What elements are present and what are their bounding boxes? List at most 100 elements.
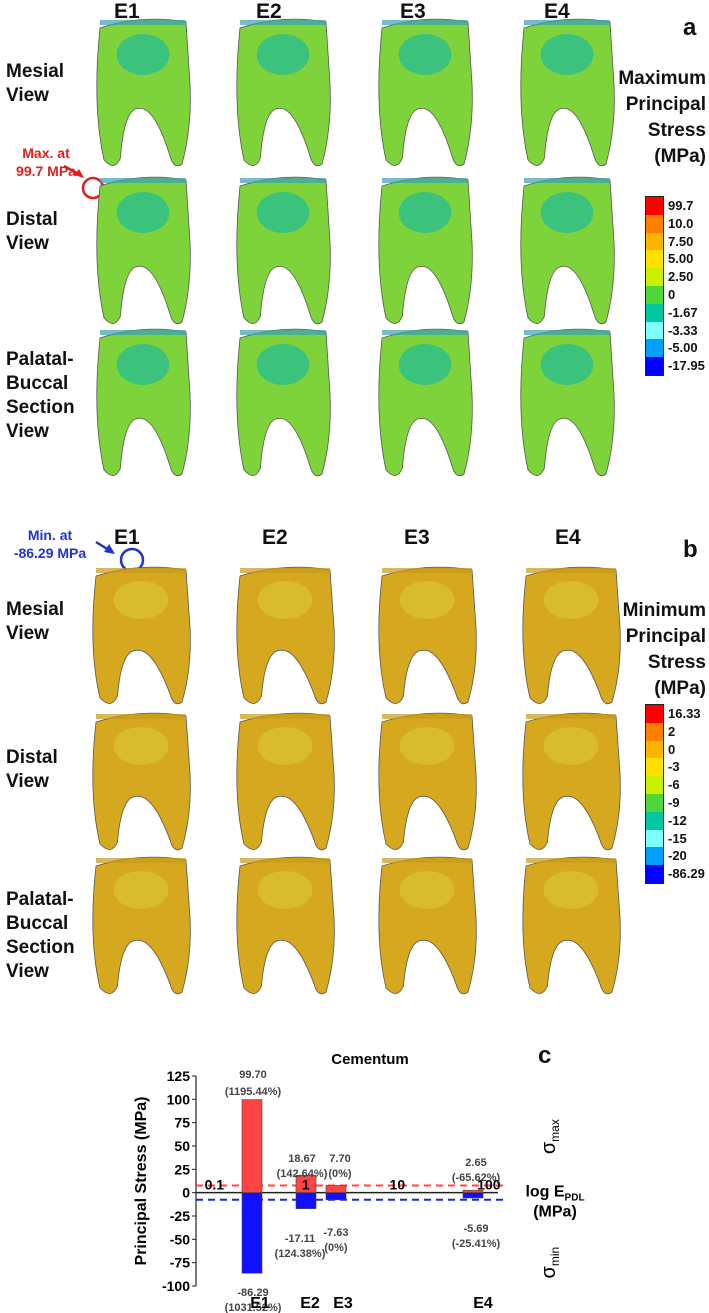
min-annotation: Min. at -86.29 MPa xyxy=(13,527,87,561)
data-label: -5.69 xyxy=(463,1223,488,1235)
colorbar-label: -9 xyxy=(668,794,680,810)
category-label: E1 xyxy=(250,1295,270,1312)
colorbar-label: -3.33 xyxy=(668,322,698,338)
tooth-model xyxy=(520,18,615,167)
colorbar-swatch xyxy=(646,250,663,269)
panel-b-colorbar xyxy=(645,704,664,884)
colorbar-label: 99.7 xyxy=(668,197,694,213)
panel-b-teeth xyxy=(92,566,621,995)
y-tick-label: 100 xyxy=(167,1091,191,1107)
colorbar-label: -3 xyxy=(668,759,680,775)
panel-c-letter: c xyxy=(538,1042,552,1069)
bar-max xyxy=(325,1185,347,1193)
bar-min xyxy=(295,1192,317,1209)
y-tick-label: 0 xyxy=(182,1185,190,1201)
data-label: -17.11 xyxy=(285,1233,316,1245)
colorbar-label: -6 xyxy=(668,777,680,793)
panel-b-row-distal: Distal View xyxy=(6,747,58,792)
colorbar-swatch xyxy=(646,776,663,794)
tooth-model xyxy=(236,712,335,851)
y-tick-label: -25 xyxy=(170,1208,190,1224)
y-tick-label: 75 xyxy=(174,1115,190,1131)
tooth-model xyxy=(236,328,331,477)
tooth-model xyxy=(92,856,191,995)
tooth-model xyxy=(96,18,191,167)
y-tick-label: -100 xyxy=(162,1278,190,1294)
tooth-model xyxy=(236,566,335,705)
tooth-model xyxy=(378,176,473,325)
panel-a-col-e4: E4 xyxy=(544,0,570,23)
colorbar-swatch xyxy=(646,357,663,375)
x-tick-label: 100 xyxy=(477,1177,501,1193)
data-label: 2.65 xyxy=(465,1157,486,1169)
category-label: E2 xyxy=(300,1295,320,1312)
panel-a-row-distal: Distal View xyxy=(6,209,58,254)
colorbar-label: 0 xyxy=(668,286,676,302)
tooth-model xyxy=(520,328,615,477)
colorbar-label: -20 xyxy=(668,848,687,864)
bar-max xyxy=(241,1099,263,1193)
colorbar-swatch xyxy=(646,793,663,812)
panel-a-colorbar xyxy=(645,196,664,376)
panel-b-row-mesial: Mesial View xyxy=(6,599,65,644)
colorbar-label: -17.95 xyxy=(668,358,705,374)
colorbar-swatch xyxy=(646,811,663,830)
data-label-pct: (1195.44%) xyxy=(225,1086,282,1098)
colorbar-swatch xyxy=(646,829,663,848)
tooth-model xyxy=(522,712,621,851)
colorbar-label: 0 xyxy=(668,741,676,757)
tooth-model xyxy=(520,176,615,325)
data-label-pct: (142.64%) xyxy=(277,1168,328,1180)
colorbar-label: 7.50 xyxy=(668,233,694,249)
tooth-model xyxy=(378,856,477,995)
tooth-model xyxy=(378,18,473,167)
bar-min xyxy=(241,1192,263,1274)
bar-min xyxy=(325,1192,347,1201)
tooth-model xyxy=(96,328,191,477)
category-label: E3 xyxy=(333,1295,353,1312)
tooth-model xyxy=(236,18,331,167)
panel-a-teeth xyxy=(96,18,615,477)
panel-b-col-e2: E2 xyxy=(262,526,288,549)
panel-a-col-e2: E2 xyxy=(256,0,282,23)
data-label-pct: (124.38%) xyxy=(275,1248,326,1260)
data-label-pct: (-65.62%) xyxy=(452,1172,501,1184)
data-label: -86.29 xyxy=(237,1287,268,1299)
y-tick-label: -75 xyxy=(170,1255,190,1271)
colorbar-swatch xyxy=(646,268,663,286)
y-tick-label: 25 xyxy=(174,1161,190,1177)
x-tick-label: 10 xyxy=(390,1177,406,1193)
tooth-model xyxy=(378,328,473,477)
colorbar-label: 10.0 xyxy=(668,215,694,231)
colorbar-swatch xyxy=(646,214,663,233)
panel-a-row-mesial: Mesial View xyxy=(6,61,65,106)
tooth-model xyxy=(236,856,335,995)
panel-a-col-e1: E1 xyxy=(114,0,140,23)
panel-a-colorbar-title: Maximum Principal Stress (MPa) xyxy=(618,68,706,167)
tooth-model xyxy=(96,176,191,325)
panel-b-letter: b xyxy=(683,536,698,563)
tooth-model xyxy=(378,712,477,851)
colorbar-label: 16.33 xyxy=(668,705,701,721)
tooth-model xyxy=(236,176,331,325)
max-annotation: Max. at 99.7 MPa xyxy=(16,145,76,179)
x-axis-label: log EPDL(MPa) xyxy=(525,1184,584,1221)
colorbar-swatch xyxy=(646,758,663,777)
panel-a-col-e3: E3 xyxy=(400,0,426,23)
data-label: 99.70 xyxy=(239,1069,267,1081)
bar-min xyxy=(462,1192,484,1199)
data-label: 18.67 xyxy=(288,1153,316,1165)
x-tick-label: 1 xyxy=(302,1177,310,1193)
colorbar-label: -5.00 xyxy=(668,340,698,356)
data-label: -7.63 xyxy=(323,1227,348,1239)
colorbar-label: -12 xyxy=(668,812,687,828)
tooth-model xyxy=(378,566,477,705)
y-tick-label: -50 xyxy=(170,1231,190,1247)
data-label-pct: (0%) xyxy=(328,1168,352,1180)
data-label: 7.70 xyxy=(329,1153,350,1165)
tooth-model xyxy=(522,856,621,995)
series-label: σmax xyxy=(538,1119,562,1154)
colorbar-swatch xyxy=(646,197,663,215)
panel-b-col-e3: E3 xyxy=(404,526,430,549)
colorbar-swatch xyxy=(646,321,663,340)
